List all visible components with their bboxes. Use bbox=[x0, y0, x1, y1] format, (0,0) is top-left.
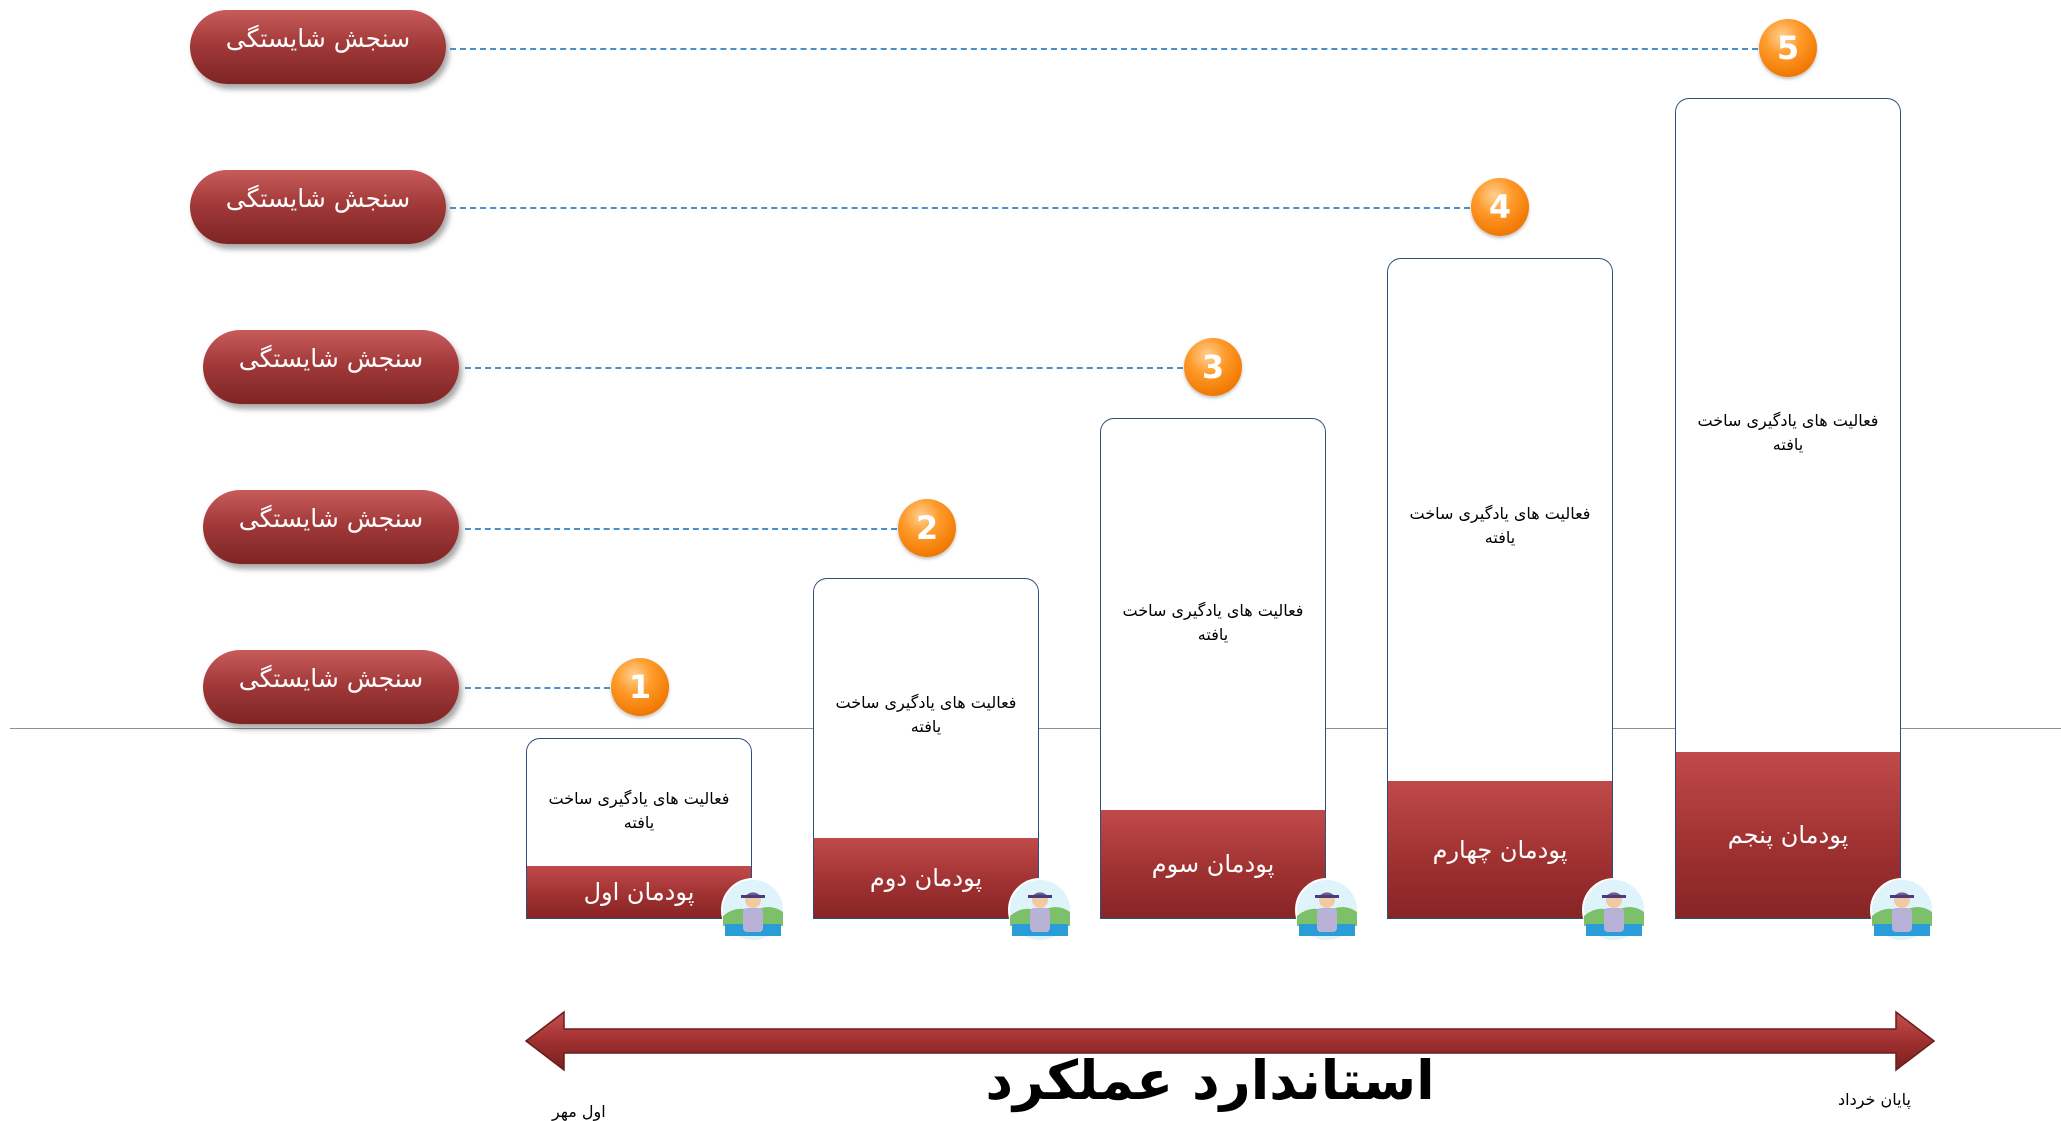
module-box-5: فعالیت های یادگیری ساخت یافته پودمان پنج… bbox=[1675, 98, 1901, 919]
timeline-start-label: اول مهر bbox=[552, 1102, 606, 1121]
assessment-dash-5 bbox=[450, 48, 1758, 50]
assessment-dash-3 bbox=[465, 367, 1183, 369]
module-name-1: پودمان اول bbox=[527, 866, 751, 918]
module-name-3: پودمان سوم bbox=[1101, 810, 1325, 918]
student-avatar-icon bbox=[1008, 878, 1072, 942]
student-avatar-icon bbox=[1295, 878, 1359, 942]
badge-5: 5 bbox=[1759, 19, 1817, 77]
timeline-end-label: پایان خرداد bbox=[1838, 1090, 1911, 1109]
badge-2: 2 bbox=[898, 499, 956, 557]
double-arrow-icon bbox=[524, 1010, 1936, 1072]
assessment-label-2: سنجش شایستگی bbox=[238, 504, 424, 533]
assessment-pill-3: سنجش شایستگی bbox=[203, 330, 459, 404]
module-name-5: پودمان پنجم bbox=[1676, 752, 1900, 918]
module-activity-1: فعالیت های یادگیری ساخت یافته bbox=[548, 789, 730, 832]
assessment-pill-5: سنجش شایستگی bbox=[190, 10, 446, 84]
assessment-dash-2 bbox=[465, 528, 897, 530]
badge-4: 4 bbox=[1471, 178, 1529, 236]
assessment-dash-1 bbox=[465, 687, 610, 689]
module-activity-2: فعالیت های یادگیری ساخت یافته bbox=[835, 693, 1017, 736]
module-box-4: فعالیت های یادگیری ساخت یافته پودمان چها… bbox=[1387, 258, 1613, 919]
student-avatar-icon bbox=[721, 878, 785, 942]
module-activity-3: فعالیت های یادگیری ساخت یافته bbox=[1122, 601, 1304, 644]
badge-1: 1 bbox=[611, 658, 669, 716]
module-activity-4: فعالیت های یادگیری ساخت یافته bbox=[1409, 504, 1591, 547]
assessment-label-3: سنجش شایستگی bbox=[238, 344, 424, 373]
assessment-pill-1: سنجش شایستگی bbox=[203, 650, 459, 724]
assessment-label-4: سنجش شایستگی bbox=[225, 184, 411, 213]
module-box-2: فعالیت های یادگیری ساخت یافته پودمان دوم bbox=[813, 578, 1039, 919]
assessment-dash-4 bbox=[450, 207, 1470, 209]
module-name-4: پودمان چهارم bbox=[1388, 781, 1612, 918]
badge-3: 3 bbox=[1184, 338, 1242, 396]
assessment-pill-2: سنجش شایستگی bbox=[203, 490, 459, 564]
module-name-2: پودمان دوم bbox=[814, 838, 1038, 918]
assessment-label-5: سنجش شایستگی bbox=[225, 24, 411, 53]
module-box-1: فعالیت های یادگیری ساخت یافته پودمان اول bbox=[526, 738, 752, 919]
module-box-3: فعالیت های یادگیری ساخت یافته پودمان سوم bbox=[1100, 418, 1326, 919]
student-avatar-icon bbox=[1870, 878, 1934, 942]
assessment-label-1: سنجش شایستگی bbox=[238, 664, 424, 693]
assessment-pill-4: سنجش شایستگی bbox=[190, 170, 446, 244]
student-avatar-icon bbox=[1582, 878, 1646, 942]
timeline-title: استاندارد عملکرد bbox=[985, 1049, 1435, 1112]
module-activity-5: فعالیت های یادگیری ساخت یافته bbox=[1697, 411, 1879, 454]
